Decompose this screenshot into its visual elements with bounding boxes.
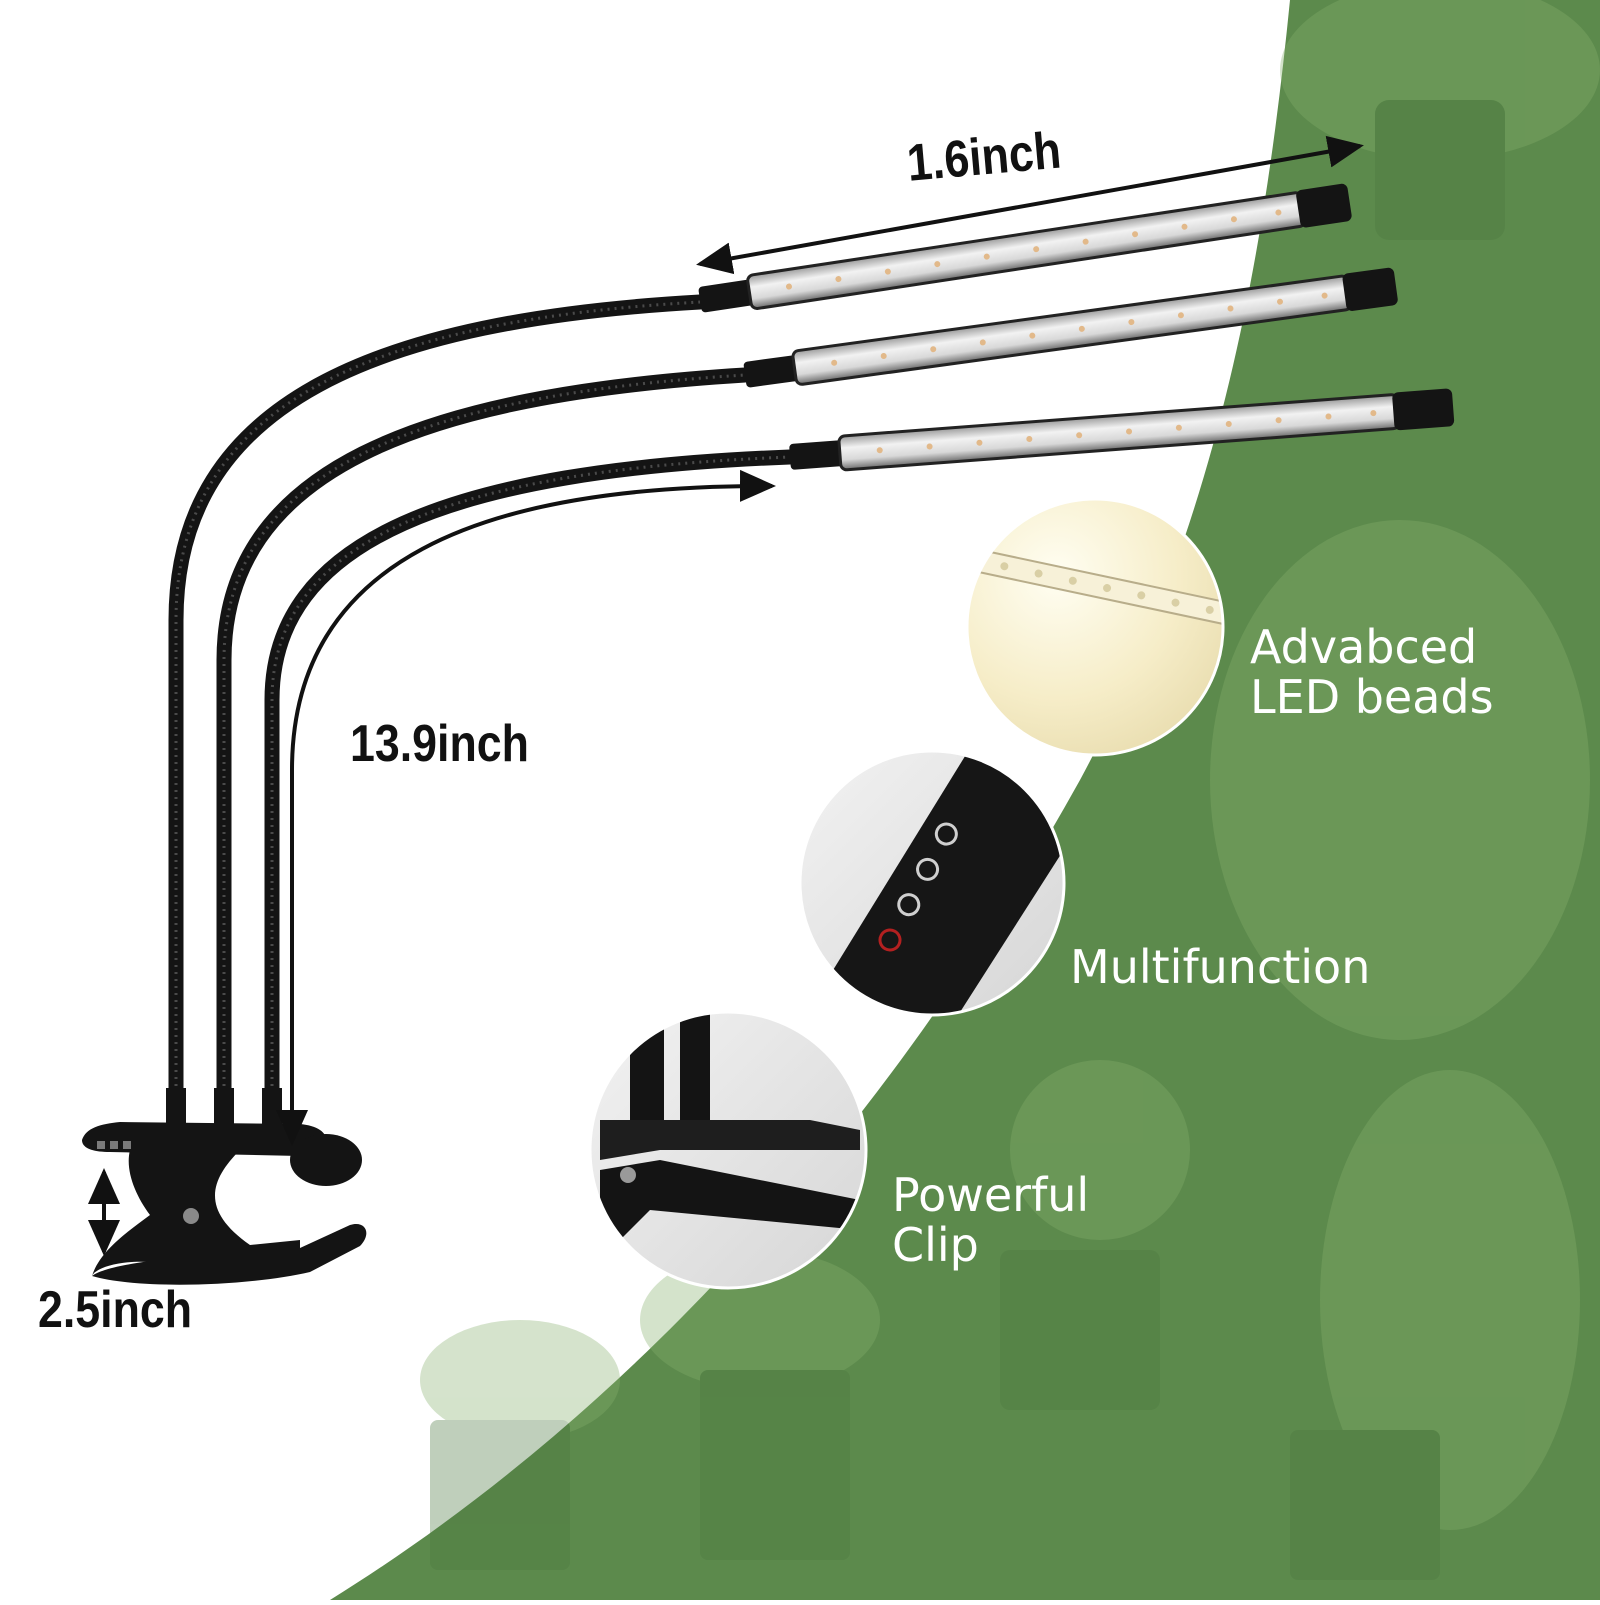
clamp-lower-jaw	[92, 1223, 367, 1285]
feature-label-clip-line1: Powerful	[892, 1168, 1090, 1222]
clamp-upper-jaw	[82, 1122, 327, 1156]
feature-label-clip: Powerful Clip	[892, 1170, 1089, 1270]
gooseneck-arm-left	[168, 294, 708, 1113]
green-plant-background	[330, 0, 1600, 1600]
feature-label-clip-line2: Clip	[892, 1218, 979, 1272]
plant-silhouettes	[420, 0, 1600, 1580]
gooseneck-length-arrow	[276, 469, 776, 1146]
clamp-screw	[183, 1208, 199, 1224]
feature-label-multifunction-line1: Multifunction	[1070, 940, 1371, 994]
dimension-arrows	[88, 135, 1364, 1256]
feature-circle-led	[965, 497, 1225, 757]
feature-circle-clip	[588, 1010, 868, 1290]
bar-length-arrow	[696, 135, 1364, 275]
feature-label-led-line1: Advabced	[1250, 620, 1478, 674]
clamp-pad-top	[290, 1134, 362, 1186]
clip-opening-label: 2.5inch	[38, 1281, 193, 1339]
light-bar-bottom	[789, 388, 1455, 472]
feature-circle-controls	[798, 749, 1066, 1017]
gooseneck-arm-right	[264, 449, 798, 1113]
feature-label-led-line2: LED beads	[1250, 670, 1494, 724]
bar-length-label: 1.6inch	[904, 121, 1064, 193]
feature-label-led: Advabced LED beads	[1250, 622, 1494, 722]
clamp-icon	[82, 1088, 367, 1285]
gooseneck-length-label: 13.9inch	[350, 715, 529, 773]
feature-label-multifunction: Multifunction	[1070, 942, 1370, 992]
gooseneck-arms	[168, 294, 798, 1113]
light-bar-middle	[743, 267, 1398, 388]
green-panel	[330, 0, 1600, 1600]
control-buttons-icon	[878, 822, 958, 952]
